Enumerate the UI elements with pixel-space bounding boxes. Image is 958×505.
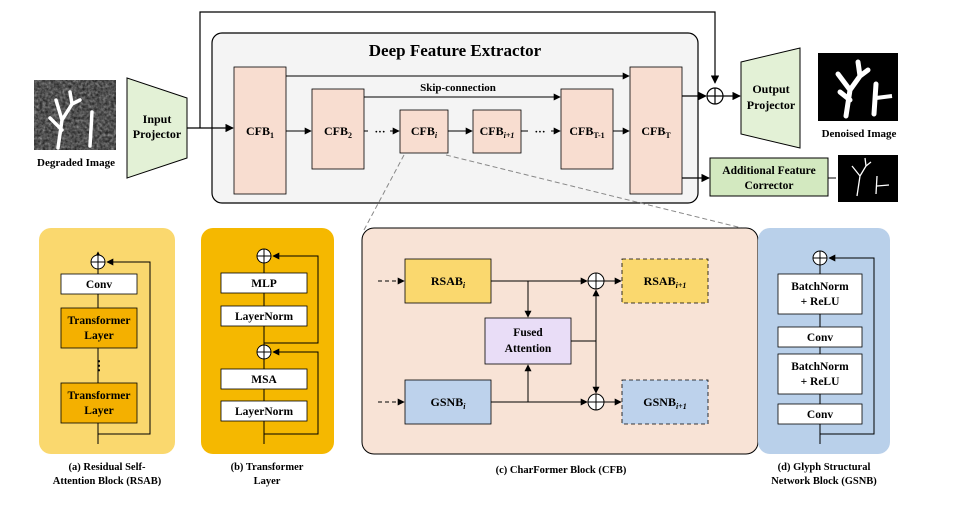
gsnb-batchnorm-label: BatchNorm xyxy=(791,281,849,293)
gsnb-batchnorm-bottom xyxy=(777,353,863,395)
tl-layernorm-label: LayerNorm xyxy=(235,406,294,418)
gsnb-batchnorm-label: BatchNorm xyxy=(791,361,849,373)
tl-layernorm-label: LayerNorm xyxy=(235,311,294,323)
rsab-caption: Attention Block (RSAB) xyxy=(53,476,162,487)
rsab-layer-label: Layer xyxy=(84,330,113,342)
gsnb-batchnorm-label: + ReLU xyxy=(801,376,841,388)
rsab-caption: (a) Residual Self- xyxy=(69,462,147,473)
rsab-layer-label: Layer xyxy=(84,405,113,417)
skip-connection-label: Skip-connection xyxy=(420,82,496,94)
gsnb-batchnorm-label: + ReLU xyxy=(801,296,841,308)
cfb-label-2: CFB2 xyxy=(324,124,352,140)
cfb-box-t xyxy=(629,66,683,195)
tl-caption: (b) Transformer xyxy=(231,462,304,473)
tl-layernorm-top xyxy=(220,305,308,327)
rsab-i-label: RSABi xyxy=(431,274,466,290)
gsnb-residual-line xyxy=(820,254,875,435)
input-projector-line2: Projector xyxy=(133,127,182,141)
gsnb-batchnorm-top xyxy=(777,273,863,315)
tl-residual-line-bottom xyxy=(264,348,319,435)
gsnb-sum-node xyxy=(812,250,828,266)
tl-caption: Layer xyxy=(254,476,281,487)
gsnb-conv-label: Conv xyxy=(807,409,833,421)
cfb-label-i-plus-1: CFBi+1 xyxy=(480,124,515,140)
fused-attention-label: Attention xyxy=(505,343,552,355)
fused-attention-label: Fused xyxy=(513,327,543,339)
degraded-image xyxy=(34,80,116,150)
cfb-label-1: CFB1 xyxy=(246,124,274,140)
cfb-sum-node-bottom xyxy=(587,393,605,411)
zoom-guide-line xyxy=(445,154,751,231)
output-projector-line1: Output xyxy=(752,82,789,96)
tl-mlp xyxy=(220,272,308,294)
extractor-title: Deep Feature Extractor xyxy=(369,41,542,60)
rsab-layer-label: Transformer xyxy=(67,390,130,402)
rsab-i-plus-1-label: RSABi+1 xyxy=(644,274,687,290)
rsab-i-box xyxy=(404,258,492,304)
gsnb-caption: Network Block (GSNB) xyxy=(771,476,877,487)
rsab-i-plus-1-box xyxy=(621,258,709,304)
skeleton-image xyxy=(838,155,898,202)
output-projector xyxy=(740,47,801,149)
rsab-conv-label: Conv xyxy=(86,279,112,291)
denoised-image-caption: Denoised Image xyxy=(822,128,897,140)
rsab-conv xyxy=(60,273,138,295)
tl-mlp-label: MLP xyxy=(251,278,277,290)
chain-ellipsis: ··· xyxy=(374,126,385,138)
rsab-dots: ⋮ xyxy=(93,358,106,373)
tl-residual-line-top xyxy=(264,252,319,344)
rsab-sum-node xyxy=(90,254,106,270)
gsnb-conv-label: Conv xyxy=(807,332,833,344)
tl-sum-node-bottom xyxy=(256,344,272,360)
gsnb-i-box xyxy=(404,379,492,425)
tl-msa-label: MSA xyxy=(251,374,277,386)
tl-sum-node-top xyxy=(256,248,272,264)
additional-feature-corrector xyxy=(709,157,829,197)
corrector-line1: Additional Feature xyxy=(722,165,815,177)
cfb-box-i-plus-1 xyxy=(472,109,522,154)
cfb-sum-node-top xyxy=(587,272,605,290)
cfb-caption: (c) CharFormer Block (CFB) xyxy=(496,465,627,476)
degraded-image-caption: Degraded Image xyxy=(37,157,115,169)
gsnb-caption: (d) Glyph Structural xyxy=(778,462,871,473)
gsnb-i-label: GSNBi xyxy=(431,395,467,411)
chain-ellipsis: ··· xyxy=(534,126,545,138)
fused-attention-box xyxy=(484,317,572,365)
corrector-line2: Corrector xyxy=(745,180,794,192)
cfb-label-t: CFBT xyxy=(641,124,671,140)
tl-msa xyxy=(220,368,308,390)
gsnb-i-plus-1-label: GSNBi+1 xyxy=(643,395,686,411)
output-projector-line2: Projector xyxy=(747,98,796,112)
cfb-label-i: CFBi xyxy=(411,124,438,140)
global-sum-node xyxy=(706,87,724,105)
gsnb-conv-bottom xyxy=(777,403,863,425)
input-projector-line1: Input xyxy=(143,112,172,126)
denoised-image xyxy=(818,53,898,121)
cfb-box-t-minus-1 xyxy=(560,88,614,170)
rsab-transformer-layer-bottom xyxy=(60,382,138,424)
gsnb-i-plus-1-box xyxy=(621,379,709,425)
cfb-label-t-minus-1: CFBT-1 xyxy=(569,124,604,140)
rsab-layer-label: Transformer xyxy=(67,315,130,327)
rsab-transformer-layer-top xyxy=(60,307,138,349)
zoom-guide-line xyxy=(363,154,405,231)
global-residual-line xyxy=(199,11,720,128)
gsnb-conv-top xyxy=(777,326,863,348)
cfb-box-2 xyxy=(311,88,365,170)
cfb-box-1 xyxy=(233,66,287,195)
tl-layernorm-bottom xyxy=(220,400,308,422)
rsab-residual-line xyxy=(98,258,151,435)
input-projector xyxy=(126,77,188,179)
